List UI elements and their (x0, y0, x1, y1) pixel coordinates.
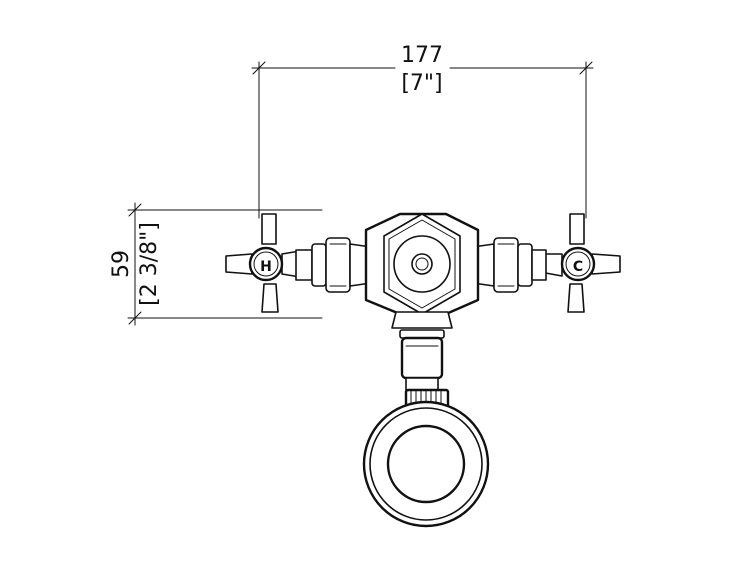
hot-mark: H (260, 259, 272, 275)
hot-cross-handle: H (225, 213, 307, 313)
height-tick-top (128, 203, 142, 217)
outlet-stem (391, 311, 453, 391)
height-mm-label: 59 (109, 250, 134, 278)
escutcheon-plate (362, 400, 490, 528)
width-tick-right (579, 61, 593, 75)
cold-cross-handle: C (539, 213, 621, 313)
width-dimension: 177 [7"] (251, 43, 594, 219)
width-inch-label: [7"] (401, 71, 442, 96)
width-tick-left (252, 61, 266, 75)
right-valve-connector (465, 237, 547, 293)
height-inch-label: [2 3/8"] (137, 222, 162, 306)
width-mm-label: 177 (401, 43, 443, 68)
height-dimension: 59 [2 3/8"] (109, 202, 323, 326)
central-hex-body (364, 212, 480, 316)
cold-mark: C (573, 259, 583, 275)
height-tick-bottom (128, 311, 142, 325)
